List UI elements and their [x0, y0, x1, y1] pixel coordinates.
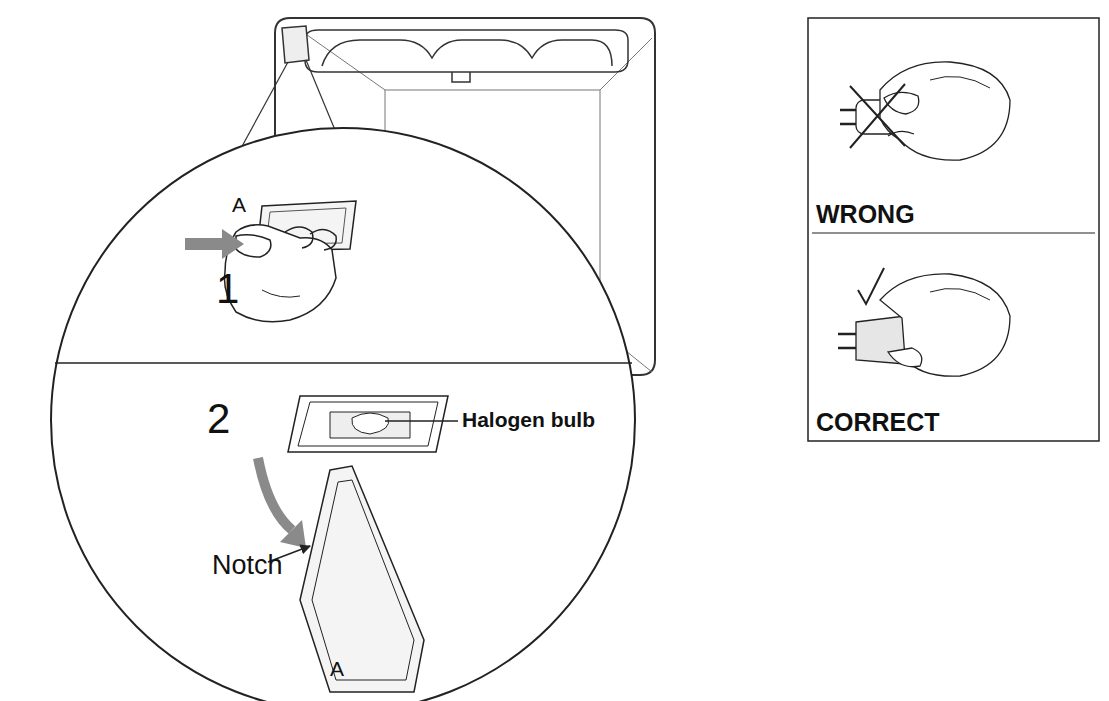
correct-hand	[838, 268, 1010, 376]
move-arrow-head	[280, 520, 306, 548]
part-label: Halogen bulb	[462, 409, 595, 430]
part-label: Notch	[212, 552, 283, 579]
wrong-hand	[840, 62, 1010, 160]
panel-divider	[812, 232, 1095, 233]
leader-line	[385, 420, 458, 422]
panel-cell: CORRECT	[808, 233, 1099, 441]
step1-hand	[224, 201, 356, 322]
step-number: 1	[216, 268, 239, 310]
panel-cell: WRONG	[808, 18, 1099, 233]
part-letter: A	[330, 658, 344, 679]
push-arrow	[185, 229, 244, 259]
panel-caption: CORRECT	[816, 410, 940, 435]
part-letter: A	[232, 194, 246, 215]
grill-element	[305, 30, 628, 82]
oven-lamp	[282, 26, 309, 63]
step-divider	[55, 362, 632, 364]
callout-line	[306, 60, 335, 130]
lamp-housing	[288, 396, 448, 452]
panel-caption: WRONG	[816, 202, 915, 227]
move-arrow	[258, 458, 292, 530]
step-number: 2	[207, 398, 230, 440]
lamp-cover	[300, 466, 424, 692]
panel-frame	[808, 18, 1099, 441]
magnifier-circle	[51, 128, 635, 701]
